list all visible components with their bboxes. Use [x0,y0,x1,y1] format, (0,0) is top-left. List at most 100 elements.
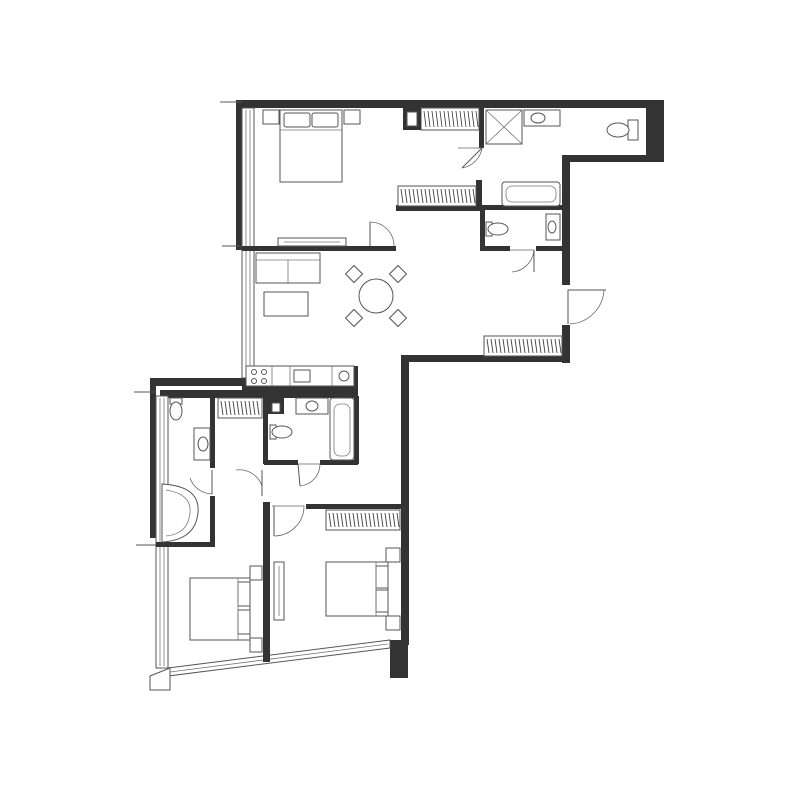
wardrobe-hatch [542,338,546,354]
wardrobe-hatch [380,512,384,528]
wall-bath3-south [320,460,358,465]
wardrobe-hatch [514,338,518,354]
wardrobes [217,107,563,531]
wall-right-step [562,155,664,162]
wall-wc-top [480,205,566,210]
wardrobe-hatch [464,188,468,204]
wardrobe-hatch [463,110,467,128]
wardrobe-hatch [440,188,444,204]
wardrobe-hatch [428,188,432,204]
bedroom-2 [189,565,263,653]
interior-walls [156,108,566,662]
wardrobe-hatch [435,110,439,128]
dining-table [358,278,394,314]
wardrobe-hatch [518,338,522,354]
wardrobe-hatch [376,512,380,528]
wardrobe-hatch [558,338,562,354]
wall-wc-south [480,246,510,251]
wardrobe-hatch [408,188,412,204]
wardrobe-hatch [360,512,364,528]
wardrobe-hatch [468,188,472,204]
wardrobe-hatch [522,338,526,354]
wardrobe-hatch [240,400,244,416]
coffee-table [263,291,309,317]
wardrobe-hatch [439,110,443,128]
wall-west-upper [236,100,242,250]
wardrobe-hatch [356,512,360,528]
window-upper [241,107,255,379]
wall-bath-row-top [160,390,358,398]
wardrobe-hatch [416,188,420,204]
bathroom-3 [268,397,355,461]
wardrobe-hatch [432,188,436,204]
wall-kitchen-top [242,386,358,390]
master-bedroom [262,109,361,247]
wardrobe-hatch [475,110,479,128]
wardrobe-hatch [534,338,538,354]
wardrobe-hatch [431,110,435,128]
pillow-right [311,112,339,128]
wardrobe-hatch [546,338,550,354]
wardrobe-hatch [436,188,440,204]
master-bathroom [485,109,639,207]
wardrobe-hatch [332,512,336,528]
wardrobe-hatch [252,400,256,416]
wall-wc-west [480,205,485,250]
wardrobe-hatch [530,338,534,354]
bathtub-master [501,181,561,207]
living-dining [255,252,408,328]
wardrobe-hatch [424,188,428,204]
exterior-walls [150,100,664,678]
pillow-left [283,112,311,128]
wardrobe-hatch [420,188,424,204]
wall-top [242,100,664,108]
chair-sw [344,308,364,328]
wall-bath2-east-low [210,496,215,546]
wardrobe-hatch [452,188,456,204]
nightstand-right [343,109,361,125]
wall-bath3-south-w [264,460,298,465]
wardrobe-hatch [328,512,332,528]
chair-se [388,308,408,328]
wardrobe-hatch [526,338,530,354]
wall-bath3-west [263,396,268,464]
wardrobe-hatch [388,512,392,528]
wardrobe-hatch [368,512,372,528]
wall-west-lower [150,378,156,538]
wardrobe-hatch [348,512,352,528]
wardrobe-hatch [451,110,455,128]
bathtub-bath2 [161,483,199,543]
wardrobe-hatch [448,188,452,204]
wardrobe-hatch [506,338,510,354]
toilet-master [606,122,630,138]
wardrobe-hatch [412,188,416,204]
wardrobe-hatch [220,400,224,416]
wardrobe-hatch [456,188,460,204]
door-leaves [211,147,569,536]
wardrobe-hatch [467,110,471,128]
wardrobe-hatch [224,400,228,416]
wardrobe-hatch [244,400,248,416]
wardrobe-hatch [498,338,502,354]
wardrobe-hatch [554,338,558,354]
wardrobe-hatch [459,110,463,128]
wardrobe-hatch [472,188,476,204]
wardrobe-hatch [494,338,498,354]
wall-kitchen-step [150,378,256,386]
wardrobe-hatch [427,110,431,128]
wall-closet-east [476,180,482,211]
wardrobe-hatch [384,512,388,528]
wall-bath2-east [210,396,215,468]
wardrobe-hatch [423,110,427,128]
wardrobe-hatch [392,512,396,528]
wardrobe-hatch [444,188,448,204]
wall-bath-west [479,108,484,148]
wardrobe-hatch [404,188,408,204]
wardrobe-hatch [344,512,348,528]
wall-east-lower [401,355,409,645]
wardrobe-hatch [471,110,475,128]
wall-bath3-east [354,396,359,464]
kitchen [245,365,355,387]
wardrobe-hatch [236,400,240,416]
